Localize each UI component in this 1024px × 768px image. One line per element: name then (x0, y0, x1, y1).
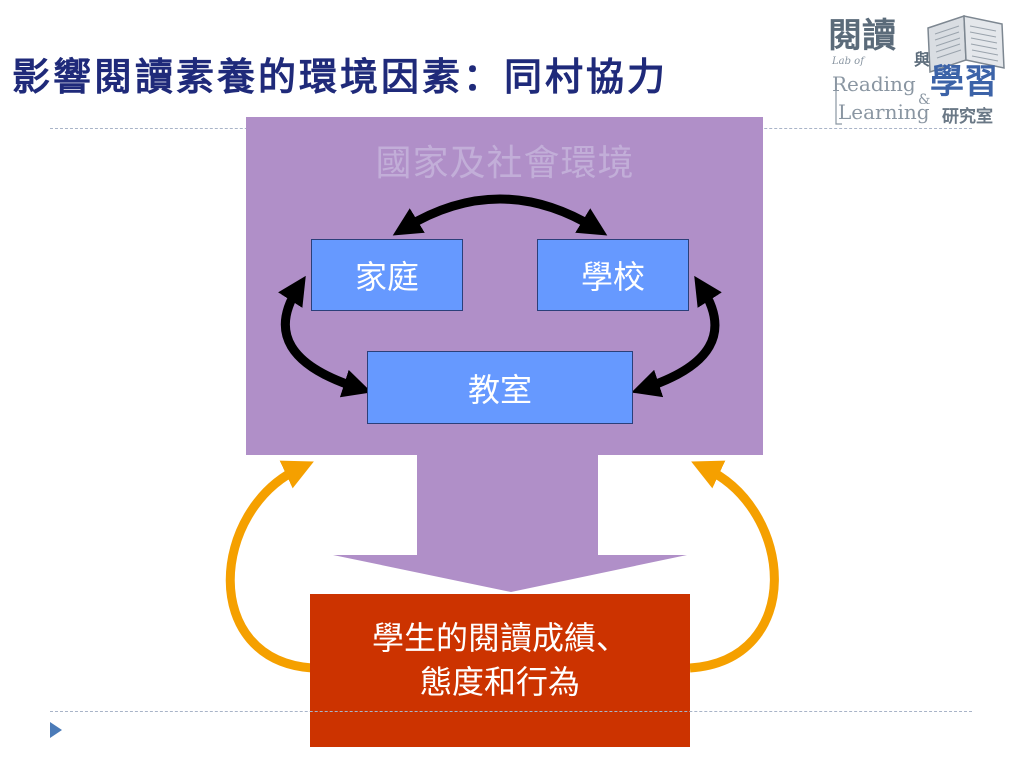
logo-text-reading: Reading (832, 72, 916, 96)
logo-text-amp: & (918, 92, 931, 108)
logo-text-learning-cn: 學習 (930, 62, 998, 102)
family-box: 家庭 (311, 239, 463, 311)
student-outcome-box: 學生的閱讀成績、 態度和行為 (310, 594, 690, 747)
family-school-link-arrow (392, 194, 608, 236)
environment-label: 國家及社會環境 (375, 143, 635, 184)
footer-divider (50, 711, 972, 712)
lab-logo: 閱讀 與 學習 研究室 Lab of Reading & Learning (826, 8, 1008, 130)
left-feedback-arrow (225, 460, 314, 673)
open-book-icon (835, 14, 1005, 125)
logo-text-reading-cn: 閱讀 (828, 16, 896, 56)
slide-nav-triangle-icon[interactable] (50, 722, 62, 738)
classroom-box: 教室 (367, 351, 633, 424)
school-classroom-link-arrow (631, 275, 722, 398)
family-classroom-link-arrow (278, 275, 372, 398)
outcome-line-2: 態度和行為 (419, 663, 580, 701)
logo-text-and-cn: 與 (914, 50, 931, 69)
logo-text-learning: Learning (838, 100, 930, 124)
logo-text-lab-cn: 研究室 (942, 107, 993, 127)
right-feedback-arrow (689, 460, 779, 673)
school-box: 學校 (537, 239, 689, 311)
logo-text-lab-of: Lab of (832, 56, 864, 67)
slide-title: 影響閱讀素養的環境因素：同村協力 (12, 54, 669, 99)
outcome-line-1: 學生的閱讀成績、 (371, 619, 628, 657)
